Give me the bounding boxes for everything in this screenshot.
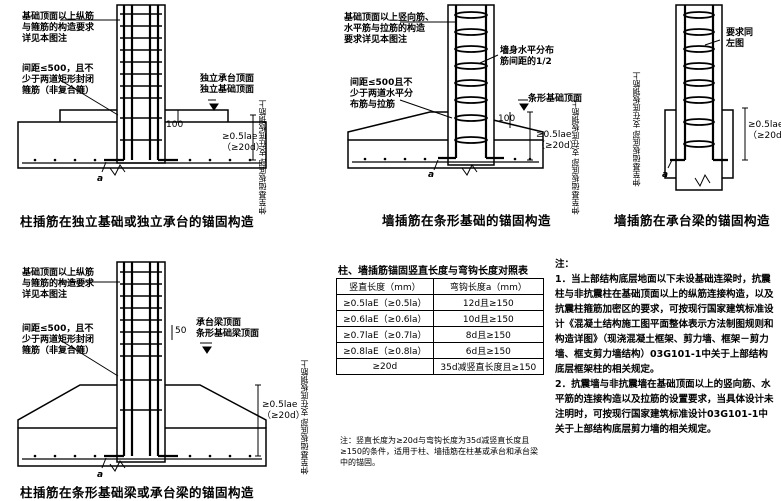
- diagram4-top-surface-label: 承台梁顶面 条形基础梁顶面: [196, 318, 260, 339]
- table-cell: 6d且≥150: [432, 342, 545, 359]
- diagram1-top-label: 基础顶面以上纵筋 与箍筋的构造要求 详见本图注: [22, 12, 95, 44]
- diagram2-hook-marker: a: [428, 170, 435, 180]
- diagram2-dim-100: 100: [498, 114, 516, 124]
- anchor-length-table: 竖直长度（mm） 弯钩长度a（mm） ≥0.5laE（≥0.5la） 12d且≥…: [336, 278, 545, 375]
- note-item-2: 2．抗震墙与非抗震墙在基础顶面以上的竖向筋、水平筋的连接构造以及拉筋的设置要求，…: [555, 379, 774, 435]
- table-cell: ≥0.8laE（≥0.8la）: [336, 342, 434, 359]
- anchor-table-title: 柱、墙插筋锚固竖直长度与弯钩长度对照表: [338, 266, 528, 277]
- diagram4-vertical-note: 伸至基础板底部 支在底板钢筋上: [300, 360, 309, 475]
- diagram3-drawing: [664, 4, 748, 191]
- diagram4-anchor-dim: ≥0.5lae （≥20d）: [262, 400, 305, 421]
- anchor-table-note: 注：竖直长度为≥20d与弯钩长度为35d减竖直长度且≥150的条件，适用于柱、墙…: [340, 436, 538, 467]
- diagram1-hook-marker: a: [97, 174, 104, 184]
- diagram4-top-label: 基础顶面以上纵筋 与箍筋的构造要求 详见本图注: [22, 268, 95, 300]
- diagram2-drawing: [347, 4, 544, 176]
- table-cell: ≥20d: [336, 358, 434, 375]
- diagram4-stirrup-label: 间距≤500，且不 少于两道矩形封闭 箍筋（非复合箍）: [22, 324, 95, 356]
- table-cell: 8d且≥150: [432, 326, 545, 343]
- diagram2-top-surface-label: 条形基础顶面: [528, 94, 583, 104]
- table-cell: 12d且≥150: [432, 294, 545, 311]
- diagram3-caption: 墙插筋在承台梁的锚固构造: [614, 213, 771, 228]
- diagram3-vertical-note: 伸至基础板底部 支在底板钢筋上: [632, 72, 641, 187]
- diagram3-anchor-dim: ≥0.5lae （≥20d）: [748, 120, 781, 141]
- table-row: ≥0.5laE（≥0.5la） 12d且≥150: [336, 294, 545, 311]
- table-cell: 10d且≥150: [432, 310, 545, 327]
- notes-heading: 注：: [555, 259, 575, 270]
- table-cell: ≥0.6laE（≥0.6la）: [336, 310, 434, 327]
- table-cell: 35d减竖直长度且≥150: [432, 358, 545, 375]
- table-cell: ≥0.7laE（≥0.7la）: [336, 326, 434, 343]
- diagram2-spacing-label: 间距≤500且不 少于两道水平分 布筋与拉筋: [350, 78, 414, 110]
- diagram1-top-surface-label: 独立承台顶面 独立基础顶面: [200, 74, 255, 95]
- table-header-cell: 弯钩长度a（mm）: [432, 278, 545, 295]
- table-header-cell: 竖直长度（mm）: [336, 278, 434, 295]
- note-item-1: 1．当上部结构底层地面以下未设基础连梁时，抗震柱与非抗震柱在基础顶面以上的纵筋连…: [555, 274, 774, 375]
- diagram4-caption: 柱插筋在条形基础梁或承台梁的锚固构造: [20, 485, 255, 500]
- general-notes: 注： 1．当上部结构底层地面以下未设基础连梁时，抗震柱与非抗震柱在基础顶面以上的…: [555, 257, 777, 437]
- table-cell: ≥0.5laE（≥0.5la）: [336, 294, 434, 311]
- table-row: ≥0.6laE（≥0.6la） 10d且≥150: [336, 310, 545, 327]
- diagram4-hook-marker: a: [97, 470, 104, 480]
- table-row: ≥0.7laE（≥0.7la） 8d且≥150: [336, 326, 545, 343]
- diagram1-caption: 柱插筋在独立基础或独立承台的锚固构造: [20, 214, 255, 229]
- diagram1-drawing: [17, 4, 267, 176]
- diagram2-top-label: 基础顶面以上竖向筋、 水平筋与拉筋的构造 要求详见本图注: [344, 13, 435, 45]
- diagram1-dim-100: 100: [166, 120, 184, 130]
- diagram2-wall-spacing-label: 墙身水平分布 筋间距的1/2: [500, 46, 555, 67]
- table-row: ≥0.8laE（≥0.8la） 6d且≥150: [336, 342, 545, 359]
- diagram2-anchor-dim: ≥0.5lae （≥20d）: [536, 130, 579, 151]
- table-row: ≥20d 35d减竖直长度且≥150: [336, 358, 545, 375]
- diagram1-anchor-dim: ≥0.5lae （≥20d）: [222, 132, 265, 153]
- diagram3-same-as-left-label: 要求同 左图: [726, 28, 754, 49]
- table-header-row: 竖直长度（mm） 弯钩长度a（mm）: [336, 278, 545, 295]
- diagram2-vertical-note: 伸至基础板底部 支在底板钢筋上: [571, 100, 580, 215]
- diagram4-drawing: [17, 261, 267, 472]
- diagram2-caption: 墙插筋在条形基础的锚固构造: [382, 213, 552, 228]
- diagram4-dim-50: 50: [175, 326, 187, 336]
- diagram1-stirrup-label: 间距≤500，且不 少于两道矩形封闭 箍筋（非复合箍）: [22, 64, 95, 96]
- diagram1-vertical-note: 伸至基础板底部 支在底板钢筋上: [258, 100, 267, 215]
- diagram3-hook-marker: a: [662, 170, 669, 180]
